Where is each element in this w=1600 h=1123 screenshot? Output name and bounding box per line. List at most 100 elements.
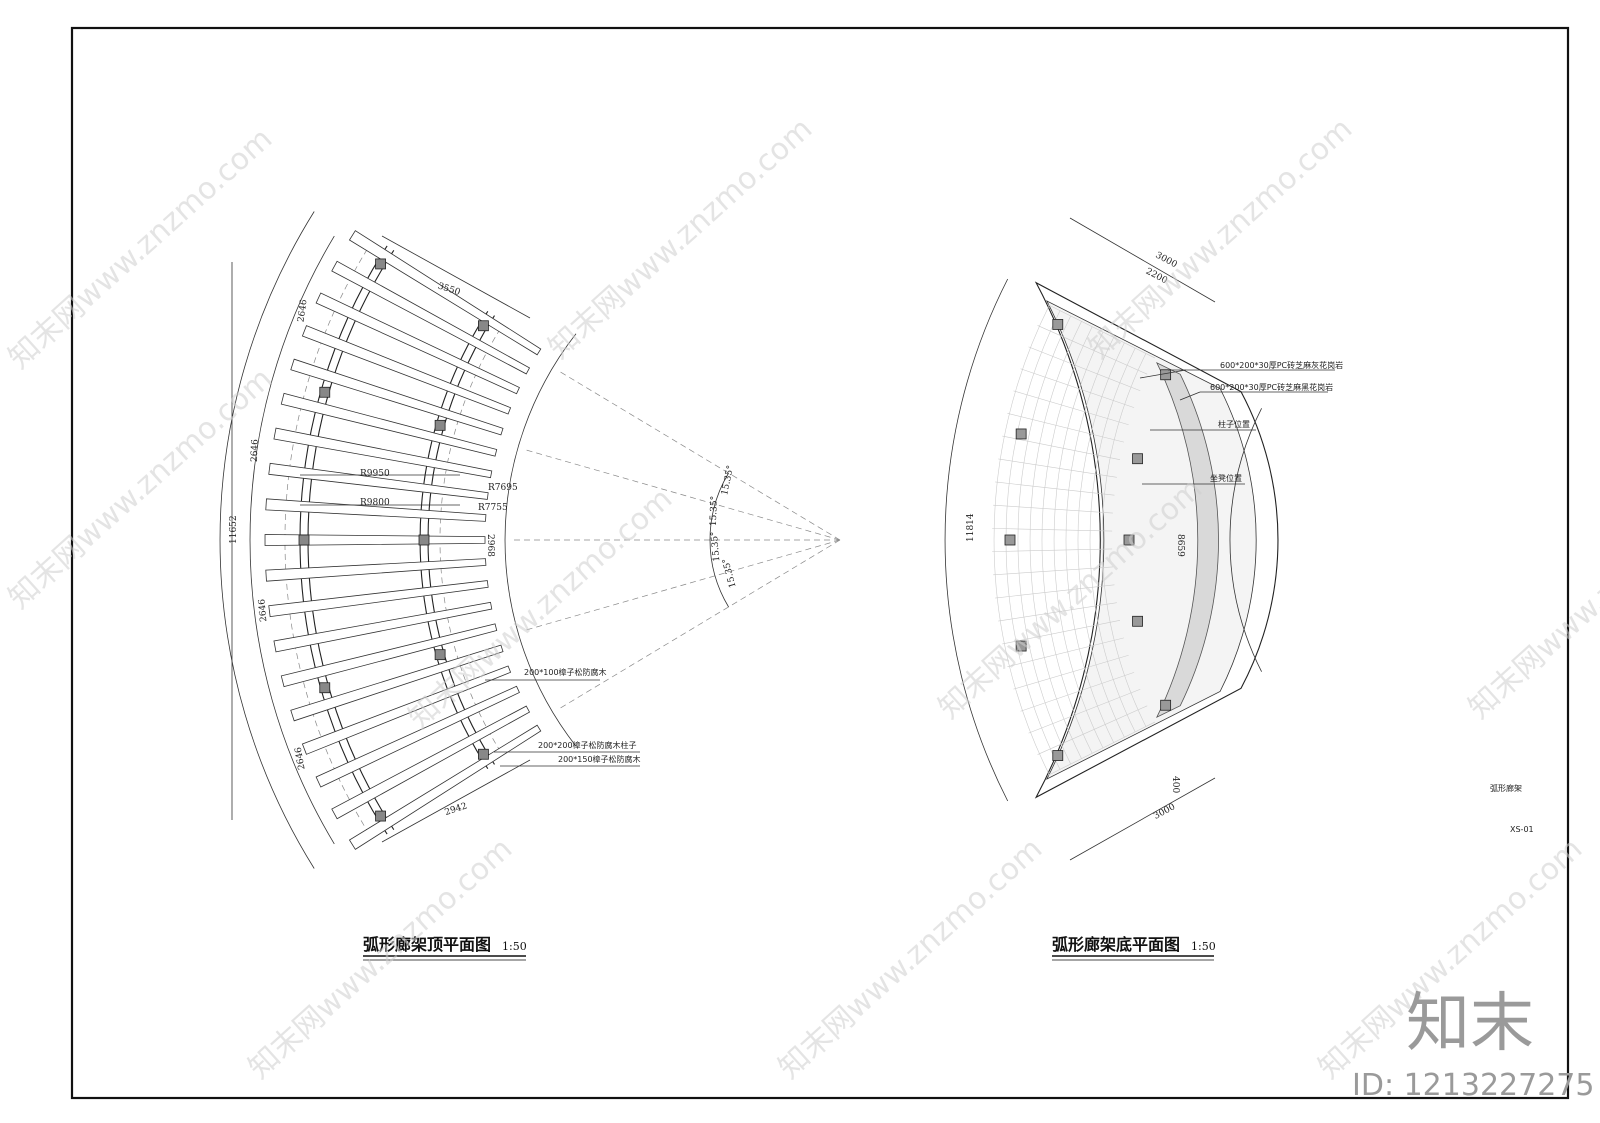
leader-2b bbox=[1179, 391, 1201, 401]
angle-ray bbox=[556, 539, 841, 711]
paving-joint bbox=[993, 504, 1113, 514]
paving-joint bbox=[1047, 721, 1156, 776]
paving-joint bbox=[1002, 620, 1121, 645]
column-post bbox=[478, 320, 489, 332]
dim-r2: R9800 bbox=[360, 498, 390, 508]
dim-arc-left bbox=[944, 278, 1009, 802]
column-post bbox=[319, 386, 331, 398]
rafter bbox=[315, 685, 520, 788]
dim-bottom-width: 2942 bbox=[444, 801, 469, 818]
rafter bbox=[290, 358, 504, 436]
watermark-text: 知末网www.znzmo.com bbox=[242, 831, 519, 1086]
paving-joint bbox=[1013, 654, 1129, 690]
dim-left-overall: 11814 bbox=[966, 513, 976, 542]
inner-edge-arc bbox=[504, 333, 577, 747]
angle-ray bbox=[522, 539, 841, 632]
dim-r4: R7755 bbox=[478, 503, 508, 513]
angle-1: 15.35° bbox=[720, 465, 736, 497]
note-paving-black: 600*200*30厚PC砖芝麻黑花岗岩 bbox=[1210, 382, 1333, 392]
rafter bbox=[348, 230, 542, 356]
angle-3: 15.35° bbox=[710, 531, 723, 562]
column-position bbox=[1160, 699, 1172, 711]
watermark-text: 知末网www.znzmo.com bbox=[1082, 111, 1359, 366]
dim-r3: R7695 bbox=[488, 483, 518, 493]
watermark-text: 知末网www.znzmo.com bbox=[1462, 471, 1600, 726]
angle-ray bbox=[556, 369, 841, 541]
watermark-id: ID: 1213227275 bbox=[1352, 1068, 1594, 1103]
column-post bbox=[375, 810, 386, 822]
paving-joint bbox=[998, 458, 1117, 478]
floor-plan bbox=[944, 217, 1279, 861]
note-column: 200*200樟子松防腐木柱子 bbox=[538, 740, 637, 750]
drawing-frame bbox=[70, 26, 1570, 1100]
dim-small: 400 bbox=[1170, 776, 1180, 793]
dim-overall: 11652 bbox=[229, 515, 239, 544]
roof-plan bbox=[219, 211, 841, 869]
watermark-text: 知末网www.znzmo.com bbox=[542, 111, 819, 366]
dim-seg4: 2646 bbox=[294, 746, 308, 771]
column-position bbox=[1132, 615, 1143, 627]
paving-joint bbox=[995, 481, 1115, 496]
angle-2: 15.35° bbox=[709, 496, 720, 527]
paving-joint bbox=[1037, 705, 1148, 755]
paving-joint bbox=[1020, 672, 1135, 712]
watermark-text: 知末网www.znzmo.com bbox=[2, 121, 279, 376]
paving-course bbox=[1077, 342, 1125, 738]
left-plan-title: 弧形廊架顶平面图 bbox=[363, 935, 491, 954]
paving-joint bbox=[998, 602, 1117, 622]
paving-joint bbox=[1013, 390, 1129, 426]
rafter bbox=[268, 580, 489, 618]
paving-joint bbox=[992, 528, 1113, 532]
rafter bbox=[331, 260, 531, 375]
rafter bbox=[265, 558, 487, 582]
sheet-code: XS-01 bbox=[1510, 825, 1534, 834]
right-plan-scale: 1:50 bbox=[1191, 940, 1216, 953]
watermark-text: 知末网www.znzmo.com bbox=[2, 361, 279, 616]
column-position bbox=[1052, 319, 1064, 330]
column-position bbox=[1132, 453, 1143, 465]
note-paving-grey: 600*200*30厚PC砖芝麻灰花岗岩 bbox=[1220, 360, 1343, 370]
note-column-pos: 柱子位置 bbox=[1218, 419, 1250, 429]
dim-r1: R9950 bbox=[360, 469, 390, 479]
paving-course bbox=[993, 305, 1050, 775]
bench-band bbox=[1156, 362, 1219, 718]
floor-inner bbox=[1046, 300, 1257, 780]
brand-logo-text: 知末 bbox=[1406, 987, 1534, 1061]
paving-joint bbox=[992, 548, 1113, 552]
rafter bbox=[280, 623, 498, 688]
dim-line-bottom bbox=[1069, 777, 1216, 861]
dim-right-overall: 8659 bbox=[1175, 534, 1185, 557]
dim-arc-outer bbox=[219, 211, 315, 869]
column-post bbox=[418, 534, 430, 546]
dim-line-bottom bbox=[381, 759, 531, 843]
outer-edge-arc bbox=[249, 235, 335, 845]
column-post bbox=[434, 649, 446, 661]
column-post bbox=[434, 419, 446, 431]
paving-joint bbox=[1028, 688, 1141, 734]
dim-seg1: 2646 bbox=[296, 299, 309, 323]
rafter bbox=[273, 427, 493, 479]
paving-joint bbox=[1037, 325, 1148, 375]
column-position bbox=[1160, 369, 1172, 381]
paving-joint bbox=[993, 566, 1113, 576]
rafter bbox=[268, 462, 489, 500]
rafter bbox=[348, 724, 542, 850]
paving-course bbox=[1041, 326, 1093, 754]
paving-course bbox=[1029, 321, 1082, 759]
left-plan-scale: 1:50 bbox=[502, 940, 527, 953]
column-post bbox=[478, 748, 489, 760]
dim-arc-right bbox=[1229, 408, 1262, 672]
angle-4: 15.35° bbox=[721, 557, 738, 589]
outer-centerline bbox=[284, 245, 370, 835]
column-position bbox=[1015, 428, 1027, 440]
paving-joint bbox=[1047, 304, 1156, 359]
paving-joint bbox=[1002, 435, 1121, 460]
column-post bbox=[375, 258, 386, 270]
paving-course bbox=[1065, 337, 1114, 743]
dim-bottom: 3000 bbox=[1152, 802, 1177, 822]
sheet-name: 弧形廊架 bbox=[1490, 783, 1522, 793]
paving-joint bbox=[995, 584, 1115, 599]
paving-joint bbox=[1028, 346, 1141, 392]
dim-seg2: 2646 bbox=[250, 439, 261, 463]
